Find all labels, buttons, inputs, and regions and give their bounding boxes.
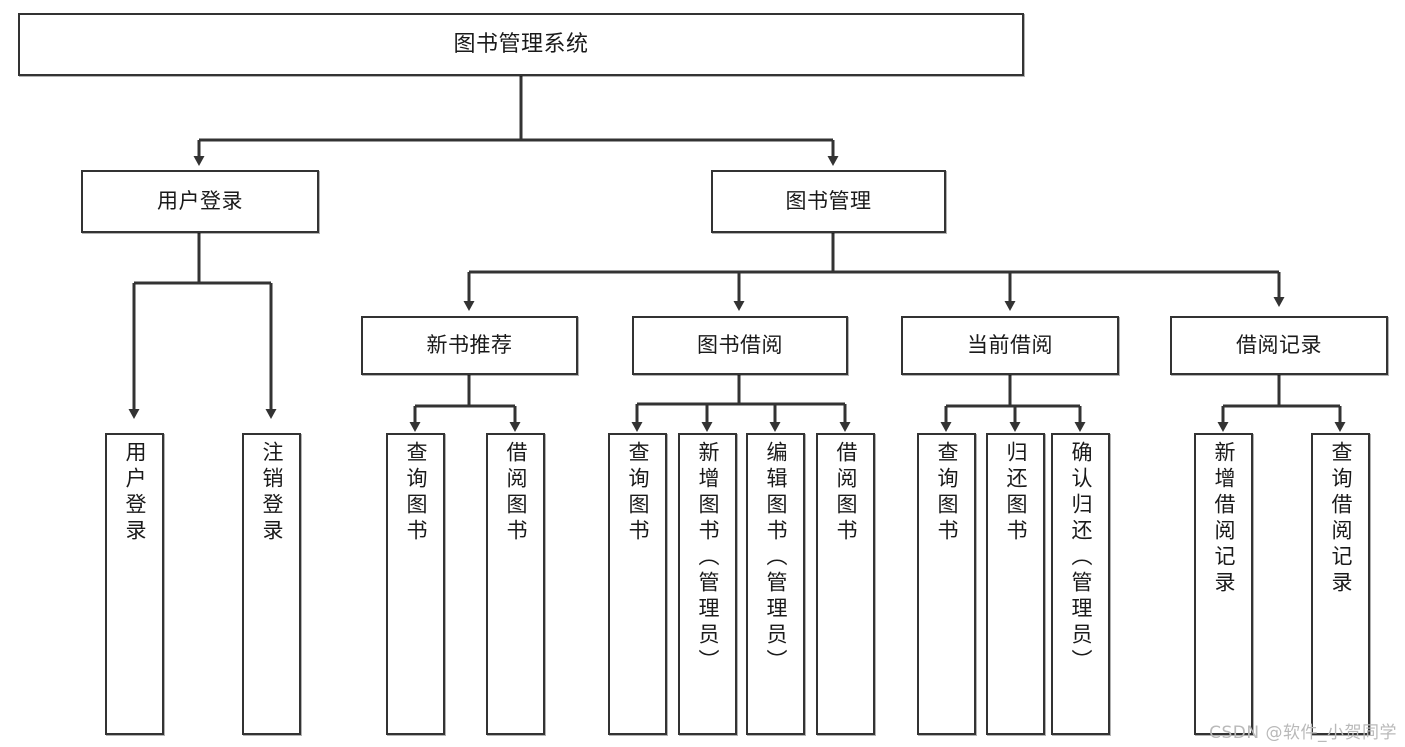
node-leaf-add-book[interactable]: 新增图书（管理员） [678, 433, 737, 735]
node-leaf-user-logout[interactable]: 注销登录 [242, 433, 301, 735]
node-leaf-query-book-2[interactable]: 查询图书 [608, 433, 667, 735]
node-book-borrow[interactable]: 图书借阅 [632, 316, 848, 375]
node-leaf-confirm-return[interactable]: 确认归还（管理员） [1051, 433, 1110, 735]
node-leaf-user-logout-label: 注销登录 [260, 441, 284, 545]
node-user-login[interactable]: 用户登录 [81, 170, 319, 233]
node-leaf-add-record[interactable]: 新增借阅记录 [1194, 433, 1253, 735]
node-book-manage[interactable]: 图书管理 [711, 170, 946, 233]
node-current-borrow-label: 当前借阅 [967, 333, 1053, 358]
node-leaf-user-login-label: 用户登录 [123, 441, 147, 545]
node-leaf-return-book[interactable]: 归还图书 [986, 433, 1045, 735]
node-leaf-add-book-label: 新增图书（管理员） [696, 441, 720, 675]
node-leaf-query-book-1[interactable]: 查询图书 [386, 433, 445, 735]
node-leaf-query-book-3[interactable]: 查询图书 [917, 433, 976, 735]
node-current-borrow[interactable]: 当前借阅 [901, 316, 1119, 375]
node-leaf-edit-book-label: 编辑图书（管理员） [764, 441, 788, 675]
node-leaf-query-book-3-label: 查询图书 [935, 441, 959, 545]
node-new-book-rec-label: 新书推荐 [426, 333, 513, 358]
node-book-borrow-label: 图书借阅 [697, 333, 783, 358]
node-leaf-borrow-book-2[interactable]: 借阅图书 [816, 433, 875, 735]
node-new-book-rec[interactable]: 新书推荐 [361, 316, 578, 375]
node-root-label: 图书管理系统 [453, 31, 589, 57]
node-leaf-confirm-return-label: 确认归还（管理员） [1069, 441, 1093, 675]
node-user-login-label: 用户登录 [157, 189, 243, 214]
node-leaf-borrow-book-1-label: 借阅图书 [504, 441, 528, 545]
node-leaf-query-record[interactable]: 查询借阅记录 [1311, 433, 1370, 735]
node-root[interactable]: 图书管理系统 [18, 13, 1024, 76]
node-leaf-borrow-book-2-label: 借阅图书 [834, 441, 858, 545]
csdn-watermark: CSDN @软件_小贺同学 [1209, 723, 1397, 743]
node-leaf-edit-book[interactable]: 编辑图书（管理员） [746, 433, 805, 735]
node-leaf-query-book-1-label: 查询图书 [404, 441, 428, 545]
node-book-manage-label: 图书管理 [785, 189, 872, 214]
node-leaf-borrow-book-1[interactable]: 借阅图书 [486, 433, 545, 735]
node-leaf-user-login[interactable]: 用户登录 [105, 433, 164, 735]
node-leaf-add-record-label: 新增借阅记录 [1212, 441, 1236, 597]
node-leaf-query-book-2-label: 查询图书 [626, 441, 650, 545]
node-leaf-query-record-label: 查询借阅记录 [1329, 441, 1353, 597]
node-borrow-record-label: 借阅记录 [1236, 333, 1322, 358]
node-borrow-record[interactable]: 借阅记录 [1170, 316, 1388, 375]
node-leaf-return-book-label: 归还图书 [1004, 441, 1028, 545]
